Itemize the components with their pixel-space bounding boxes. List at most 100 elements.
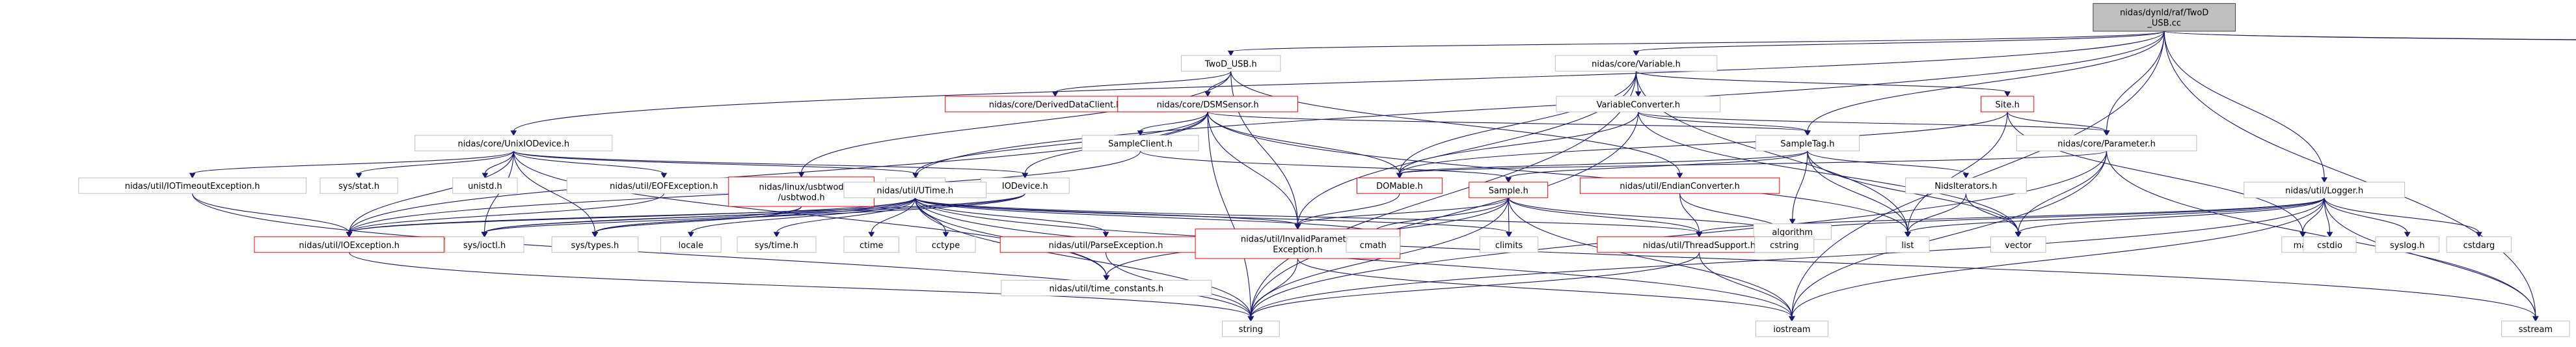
edge-sampletag-to-sample (1508, 150, 1808, 179)
node-list[interactable]: list (1886, 236, 1930, 253)
node-algorithm[interactable]: algorithm (1753, 223, 1832, 240)
node-label-sampletag-line-0: SampleTag.h (1780, 139, 1834, 149)
edge-sample-to-invalidparam (1297, 197, 1509, 226)
node-nidsiter[interactable]: NidsIterators.h (1905, 177, 2027, 194)
node-site[interactable]: Site.h (1981, 96, 2035, 113)
node-box-site (1981, 96, 2035, 113)
edge-root-to-sampletag (1807, 31, 2165, 132)
edge-param-to-sstream (2106, 150, 2536, 318)
node-variable[interactable]: nidas/core/Variable.h (1554, 55, 1718, 72)
node-systypes[interactable]: sys/types.h (551, 236, 639, 253)
node-syslog[interactable]: syslog.h (2375, 236, 2440, 253)
node-box-ioctl (444, 236, 524, 253)
edge-root-to-sstream (2163, 31, 2536, 318)
node-parseexc[interactable]: nidas/util/ParseException.h (999, 236, 1212, 253)
arrowhead-variable-to-site (2004, 91, 2011, 97)
node-label-derived-line-0: nidas/core/DerivedDataClient.h (989, 100, 1122, 110)
node-cstring[interactable]: cstring (1754, 236, 1815, 253)
node-box-nidsiter (1905, 177, 2027, 194)
node-ctime[interactable]: ctime (843, 236, 900, 253)
arrowhead-sample-to-timeconst (1103, 275, 1110, 281)
edge-unixio-to-ioexc (349, 150, 514, 233)
node-unixio[interactable]: nidas/core/UnixIODevice.h (414, 135, 613, 152)
node-endian[interactable]: nidas/util/EndianConverter.h (1579, 177, 1780, 194)
node-usbtwod[interactable]: nidas/linux/usbtwod/usbtwod.h (728, 176, 874, 207)
node-label-systime-line-0: sys/time.h (755, 241, 798, 251)
node-varconv[interactable]: VariableConverter.h (1556, 96, 1721, 113)
node-label-invalidparam-line-0: nidas/util/InvalidParameter (1241, 234, 1355, 244)
node-twod[interactable]: TwoD_USB.h (1181, 55, 1281, 72)
node-sstream[interactable]: sstream (2501, 320, 2570, 337)
node-locale[interactable]: locale (660, 236, 722, 253)
arrowhead-utime-to-systypes (591, 232, 599, 238)
arrowhead-unixio-to-statd (355, 173, 362, 179)
node-sampleclient[interactable]: SampleClient.h (1081, 135, 1199, 152)
node-logger[interactable]: nidas/util/Logger.h (2244, 182, 2406, 199)
node-box-cctype (915, 236, 976, 253)
node-threadsupport[interactable]: nidas/util/ThreadSupport.h (1597, 236, 1802, 253)
node-unistd[interactable]: unistd.h (452, 177, 518, 194)
node-climits[interactable]: climits (1479, 236, 1539, 253)
node-utime[interactable]: nidas/util/UTime.h (843, 182, 987, 199)
edge-unixio-to-timeconst (513, 150, 1107, 277)
node-iodevice[interactable]: IODevice.h (980, 177, 1070, 194)
edge-sampletag-to-algorithm (1792, 150, 1808, 220)
edge-variable-to-site (1635, 70, 2008, 93)
node-iostream[interactable]: iostream (1755, 320, 1828, 337)
edge-root-to-iomanip (2163, 31, 2576, 40)
node-cstdarg[interactable]: cstdarg (2446, 236, 2512, 253)
edge-sample-to-cstring (1508, 197, 1785, 234)
edge-utime-to-parseexc (914, 197, 1107, 234)
edge-twod-to-usbtwod (801, 71, 1232, 173)
node-systime[interactable]: sys/time.h (737, 236, 817, 253)
node-ioexc[interactable]: nidas/util/IOException.h (254, 236, 444, 253)
node-label-ctime-line-0: ctime (860, 241, 884, 251)
edge-variable-to-domable (1399, 71, 1637, 174)
edge-dsm-to-string (1207, 111, 1251, 318)
node-box-domable (1357, 177, 1443, 194)
node-box-varconv (1556, 96, 1721, 113)
node-param[interactable]: nidas/core/Parameter.h (2016, 135, 2197, 152)
arrowhead-twod-to-derived (1051, 91, 1059, 97)
node-derived[interactable]: nidas/core/DerivedDataClient.h (945, 96, 1166, 113)
node-label-usbtwod-line-0: nidas/linux/usbtwod (759, 182, 843, 192)
edge-twod-to-derived (1055, 70, 1232, 93)
arrowhead-threadsupport-to-iostream (1789, 316, 1795, 322)
edge-variable-to-string (1250, 71, 1637, 318)
node-ioctl[interactable]: sys/ioctl.h (444, 236, 524, 253)
node-cstdio[interactable]: cstdio (2303, 236, 2357, 253)
node-string[interactable]: string (1221, 320, 1280, 337)
node-statd[interactable]: sys/stat.h (319, 177, 398, 194)
node-root[interactable]: nidas/dynld/raf/TwoD_USB.cc (2093, 3, 2236, 32)
edge-sample-to-string (1250, 197, 1509, 318)
edge-utime-to-string (914, 197, 1251, 318)
node-box-logger (2244, 182, 2406, 199)
node-box-systypes (551, 236, 639, 253)
edge-varconv-to-param (1638, 111, 2108, 132)
edge-root-to-logger (2163, 31, 2325, 178)
node-vector[interactable]: vector (1990, 236, 2046, 253)
node-box-syslog (2375, 236, 2440, 253)
node-sampletag[interactable]: SampleTag.h (1755, 135, 1860, 152)
edge-root-to-param (2106, 31, 2165, 132)
node-label-twod-line-0: TwoD_USB.h (1204, 59, 1257, 69)
edge-usbtwod-to-ioctl (484, 206, 802, 234)
edge-unixio-to-statd (359, 150, 514, 174)
edge-iodevice-to-ioexc (349, 193, 1025, 234)
node-cmath[interactable]: cmath (1346, 236, 1401, 253)
node-domable[interactable]: DOMable.h (1357, 177, 1443, 194)
arrowhead-root-to-logger (2321, 177, 2328, 183)
node-box-locale (660, 236, 722, 253)
node-dsm[interactable]: nidas/core/DSMSensor.h (1117, 96, 1298, 113)
node-timeconst[interactable]: nidas/util/time_constants.h (1001, 279, 1212, 296)
node-iotimeout[interactable]: nidas/util/IOTimeoutException.h (78, 177, 306, 194)
edge-param-to-vector (2018, 150, 2108, 233)
edge-utime-to-systime (776, 197, 915, 233)
node-sample[interactable]: Sample.h (1469, 182, 1549, 199)
node-eofexc[interactable]: nidas/util/EOFException.h (566, 177, 761, 194)
edge-logger-to-iostream (1791, 197, 2325, 318)
edge-invalidparam-to-iostream (1297, 258, 1793, 318)
node-cctype[interactable]: cctype (915, 236, 976, 253)
edge-unixio-to-eofexc (513, 150, 664, 174)
node-box-utime (843, 182, 987, 199)
